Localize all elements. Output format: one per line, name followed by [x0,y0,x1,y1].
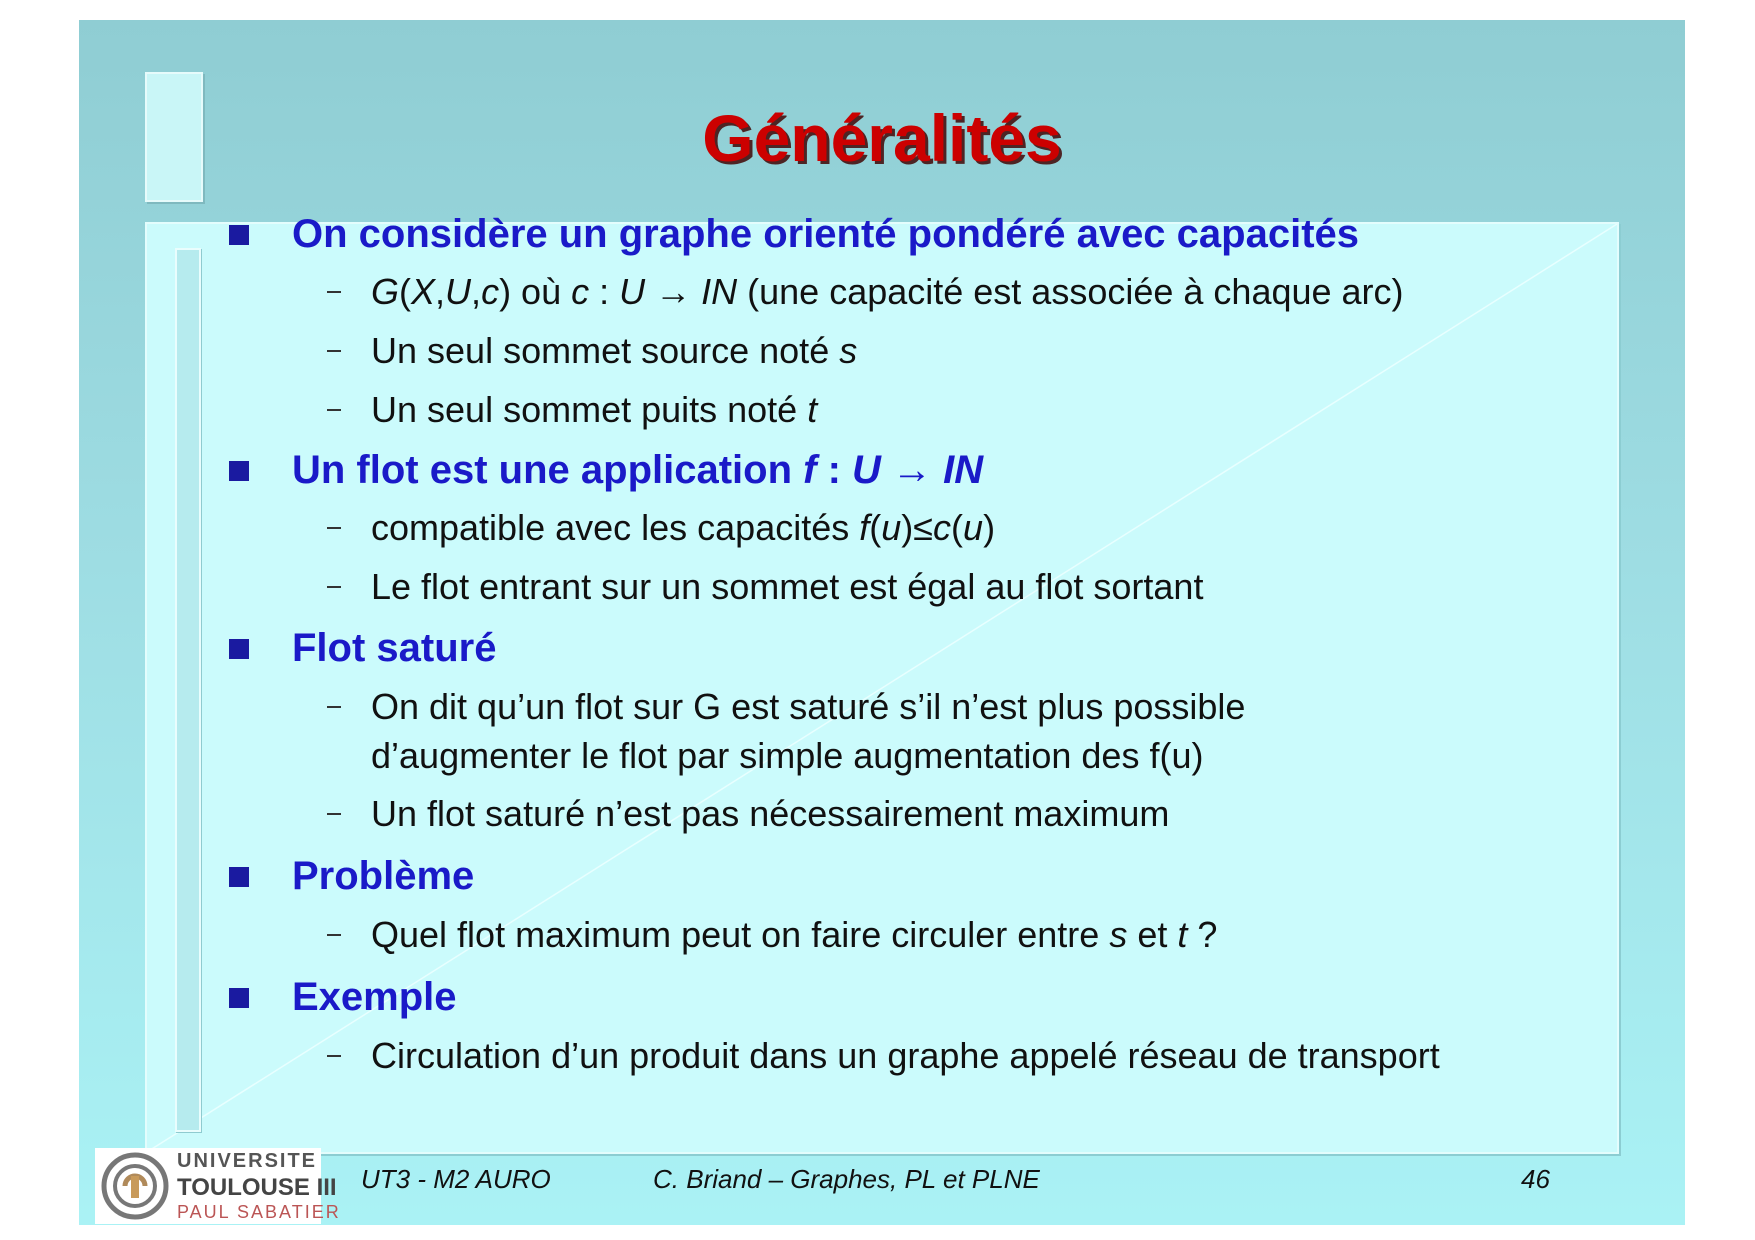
square-bullet-icon [229,461,249,481]
square-bullet-icon [229,225,249,245]
bullet-heading-flow: Un flot est une application f : U → IN [229,448,983,493]
subitem-problem-question: Quel flot maximum peut on faire circuler… [327,910,1217,959]
dash-bullet-icon [327,527,341,529]
title-decoration [145,72,203,202]
dash-bullet-icon [327,350,341,352]
dash-bullet-icon [327,1055,341,1057]
subitem-example: Circulation d’un produit dans un graphe … [327,1031,1440,1080]
arrow-right-icon: → [645,271,702,312]
dash-bullet-icon [327,586,341,588]
dash-bullet-icon [327,813,341,815]
content-panel [145,222,1619,1154]
subitem-saturated-definition: On dit qu’un flot sur G est saturé s’il … [327,682,1245,780]
arrow-right-icon: → [880,448,944,492]
page-number: 46 [1521,1164,1550,1194]
side-bar-decoration [175,248,201,1132]
university-logo: UNIVERSITE TOULOUSE III PAUL SABATIER [95,1148,339,1224]
bullet-heading-saturated: Flot saturé [229,626,496,671]
university-seal-icon [101,1152,169,1220]
subitem-capacity-constraint: compatible avec les capacités f(u)≤c(u) [327,503,995,552]
dash-bullet-icon [327,934,341,936]
square-bullet-icon [229,867,249,887]
dash-bullet-icon [327,706,341,708]
dash-bullet-icon [327,291,341,293]
footer-author: C. Briand – Graphes, PL et PLNE [653,1164,1040,1194]
subitem-saturated-not-max: Un flot saturé n’est pas nécessairement … [327,789,1169,838]
subitem-source: Un seul sommet source noté s [327,326,857,375]
subitem-graph-definition: G(X,U,c) où c : U → IN (une capacité est… [327,267,1404,316]
footer-course: UT3 - M2 AURO [361,1164,551,1194]
subitem-flow-conservation: Le flot entrant sur un sommet est égal a… [327,562,1203,611]
slide-title: Généralités [702,101,1062,175]
subitem-sink: Un seul sommet puits noté t [327,385,817,434]
square-bullet-icon [229,639,249,659]
bullet-heading-graph: On considère un graphe orienté pondéré a… [229,212,1359,257]
slide: Généralités On considère un graphe orien… [79,20,1685,1225]
dash-bullet-icon [327,409,341,411]
bullet-heading-example: Exemple [229,975,457,1020]
diagonal-decoration [147,224,1617,1152]
bullet-heading-problem: Problème [229,854,474,899]
square-bullet-icon [229,988,249,1008]
